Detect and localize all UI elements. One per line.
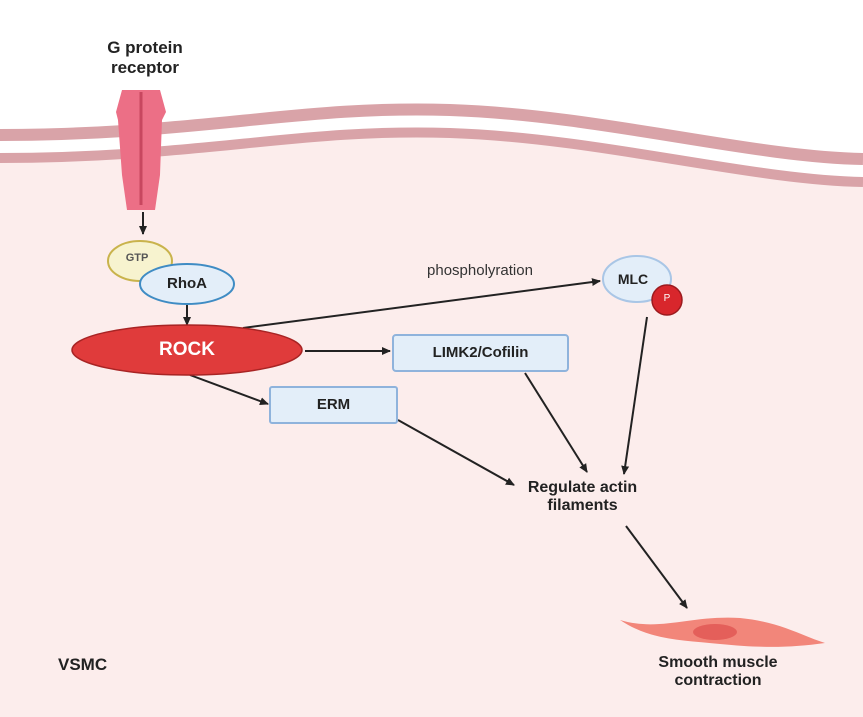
rhoa-label: RhoA bbox=[167, 275, 207, 292]
receptor-label: G protein receptor bbox=[107, 38, 183, 77]
arrow-rock-erm bbox=[189, 374, 269, 405]
erm-node bbox=[269, 386, 398, 424]
arrow-erm-regulate bbox=[397, 419, 515, 486]
gtp-label: GTP bbox=[125, 252, 149, 264]
rock-label: ROCK bbox=[159, 339, 215, 360]
arrow-limk2-regulate bbox=[524, 372, 588, 473]
arrow-regulate-contraction bbox=[625, 525, 688, 609]
rock-node bbox=[71, 324, 303, 376]
phosphate-node bbox=[651, 284, 683, 316]
vsmc-label: VSMC bbox=[58, 655, 108, 674]
limk2-node bbox=[392, 334, 569, 372]
regulate-label: Regulate actin filaments bbox=[527, 479, 638, 515]
membrane-inner bbox=[0, 127, 863, 187]
phosphate-label: P bbox=[663, 293, 671, 304]
g-protein-receptor-icon bbox=[116, 90, 166, 210]
rhoa-node bbox=[139, 263, 235, 305]
membrane-outer bbox=[0, 103, 863, 165]
mlc-label: MLC bbox=[617, 271, 649, 287]
contraction-label: Smooth muscle contraction bbox=[658, 654, 778, 690]
phosphorylation-label: phospholyration bbox=[427, 262, 533, 279]
arrow-mlc-regulate bbox=[621, 316, 648, 475]
mlc-node bbox=[602, 255, 672, 303]
erm-label: ERM bbox=[316, 396, 351, 413]
limk2-label: LIMK2/Cofilin bbox=[432, 344, 529, 361]
arrow-rock-mlc bbox=[242, 278, 601, 329]
smooth-muscle-cell-icon bbox=[620, 617, 825, 647]
